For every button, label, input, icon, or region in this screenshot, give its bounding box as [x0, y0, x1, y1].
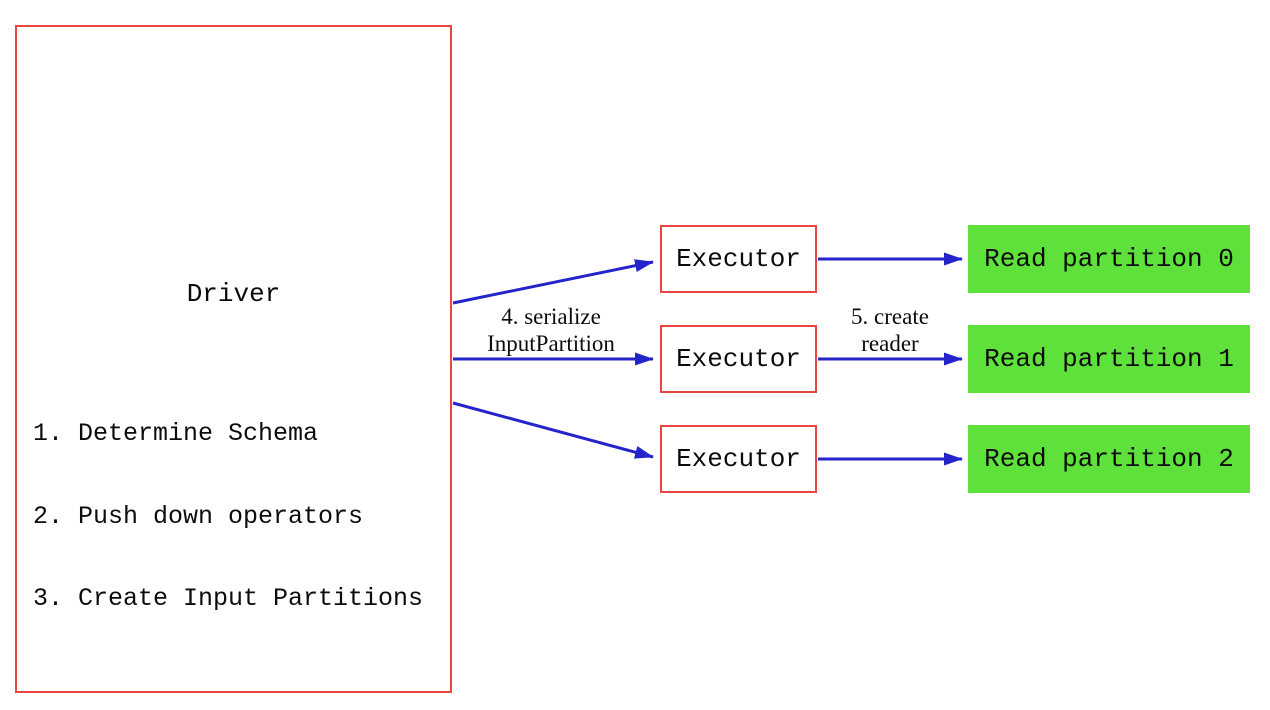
- arrow-driver-to-executor-2: [452, 401, 654, 459]
- edge-label-serialize: 4. serialize InputPartition: [411, 303, 691, 357]
- partition-label-2: Read partition 2: [984, 444, 1234, 474]
- driver-step-2: 2. Push down operators: [33, 501, 364, 531]
- partition-node-0: Read partition 0: [968, 225, 1250, 293]
- driver-title: Driver: [186, 279, 281, 309]
- executor-label-2: Executor: [676, 444, 801, 474]
- executor-node-1: Executor: [660, 325, 817, 393]
- executor-label-1: Executor: [676, 344, 801, 374]
- edge-label-serialize-line-1: 4. serialize: [501, 304, 601, 329]
- partition-node-1: Read partition 1: [968, 325, 1250, 393]
- arrow-driver-to-executor-0: [452, 259, 654, 305]
- edge-label-create-line-1: 5. create: [851, 304, 929, 329]
- partition-label-0: Read partition 0: [984, 244, 1234, 274]
- partition-label-1: Read partition 1: [984, 344, 1234, 374]
- driver-step-1: 1. Determine Schema: [33, 419, 319, 448]
- edge-label-serialize-line-2: InputPartition: [487, 331, 615, 356]
- edge-label-create-line-2: reader: [861, 331, 919, 356]
- driver-steps: 1. Determine Schema 2. Push down operato…: [33, 365, 423, 668]
- driver-step-3: 3. Create Input Partitions: [33, 584, 424, 613]
- executor-node-0: Executor: [660, 225, 817, 293]
- executor-label-0: Executor: [676, 244, 801, 274]
- executor-node-2: Executor: [660, 425, 817, 493]
- edge-label-create: 5. create reader: [790, 303, 990, 357]
- driver-node: Driver 1. Determine Schema 2. Push down …: [15, 25, 452, 693]
- partition-node-2: Read partition 2: [968, 425, 1250, 493]
